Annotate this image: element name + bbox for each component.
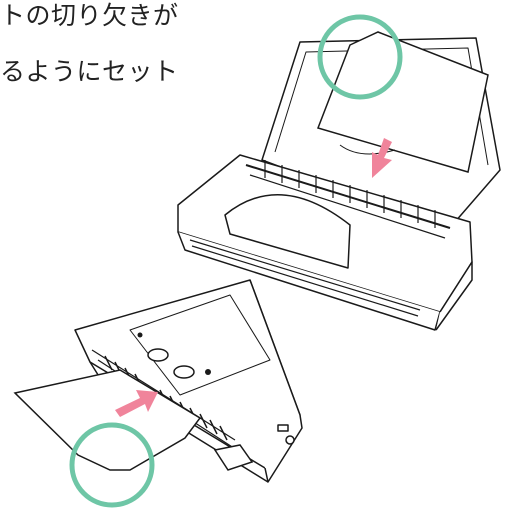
top-slot-ticks [264, 160, 436, 228]
top-feed-arrow-icon [372, 138, 392, 178]
bottom-circle-highlight-icon [69, 422, 155, 508]
top-paper-sheet [317, 31, 489, 173]
bottom-feed-arrow-icon [115, 390, 158, 417]
front-tray [213, 444, 254, 471]
caption-line-1: トの切り欠きが [0, 1, 179, 30]
top-circle-highlight-icon [317, 14, 403, 100]
bottom-printer [74, 279, 303, 483]
caption-line-2: るようにセット [0, 57, 179, 86]
